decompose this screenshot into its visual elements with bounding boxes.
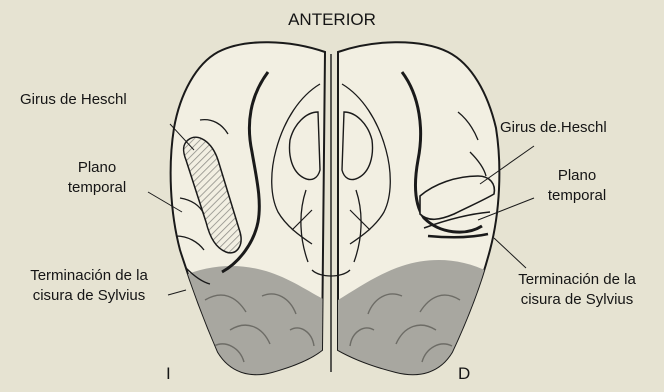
right-side-label: D [458, 364, 470, 384]
anterior-label: ANTERIOR [270, 10, 394, 30]
right-sylvius-label: Terminación de la cisura de Sylvius [492, 270, 662, 310]
left-plano-line2: temporal [54, 178, 140, 198]
right-sylvius-line1: Terminación de la [492, 270, 662, 290]
right-plano-line2: temporal [534, 186, 620, 206]
left-plano-label: Plano temporal [54, 158, 140, 198]
right-plano-label: Plano temporal [534, 166, 620, 206]
right-sylvius-line2: cisura de Sylvius [492, 290, 662, 310]
left-plano-line1: Plano [54, 158, 140, 178]
left-sylvius-label: Terminación de la cisura de Sylvius [6, 266, 172, 306]
left-sylvius-line1: Terminación de la [6, 266, 172, 286]
left-side-label: I [166, 364, 171, 384]
right-heschl-label: Girus de.Heschl [500, 118, 607, 138]
right-plano-line1: Plano [534, 166, 620, 186]
leader-right-sylvius [494, 238, 526, 268]
left-heschl-label: Girus de Heschl [20, 90, 127, 110]
left-sylvius-line2: cisura de Sylvius [6, 286, 172, 306]
